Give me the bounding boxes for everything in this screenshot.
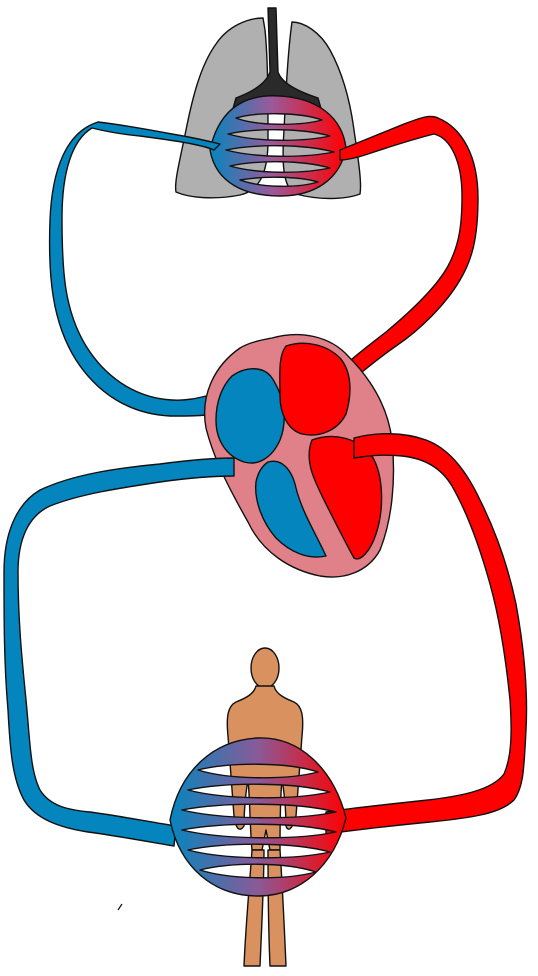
stray-mark — [118, 904, 122, 910]
right-atrium — [216, 369, 284, 463]
right-leg — [268, 850, 286, 966]
left-leg — [244, 850, 264, 966]
human-figure — [227, 648, 302, 966]
head — [251, 648, 279, 688]
left-atrium — [280, 343, 350, 435]
pulmonary-vein — [338, 116, 478, 382]
pulmonary-capillaries — [210, 96, 346, 196]
